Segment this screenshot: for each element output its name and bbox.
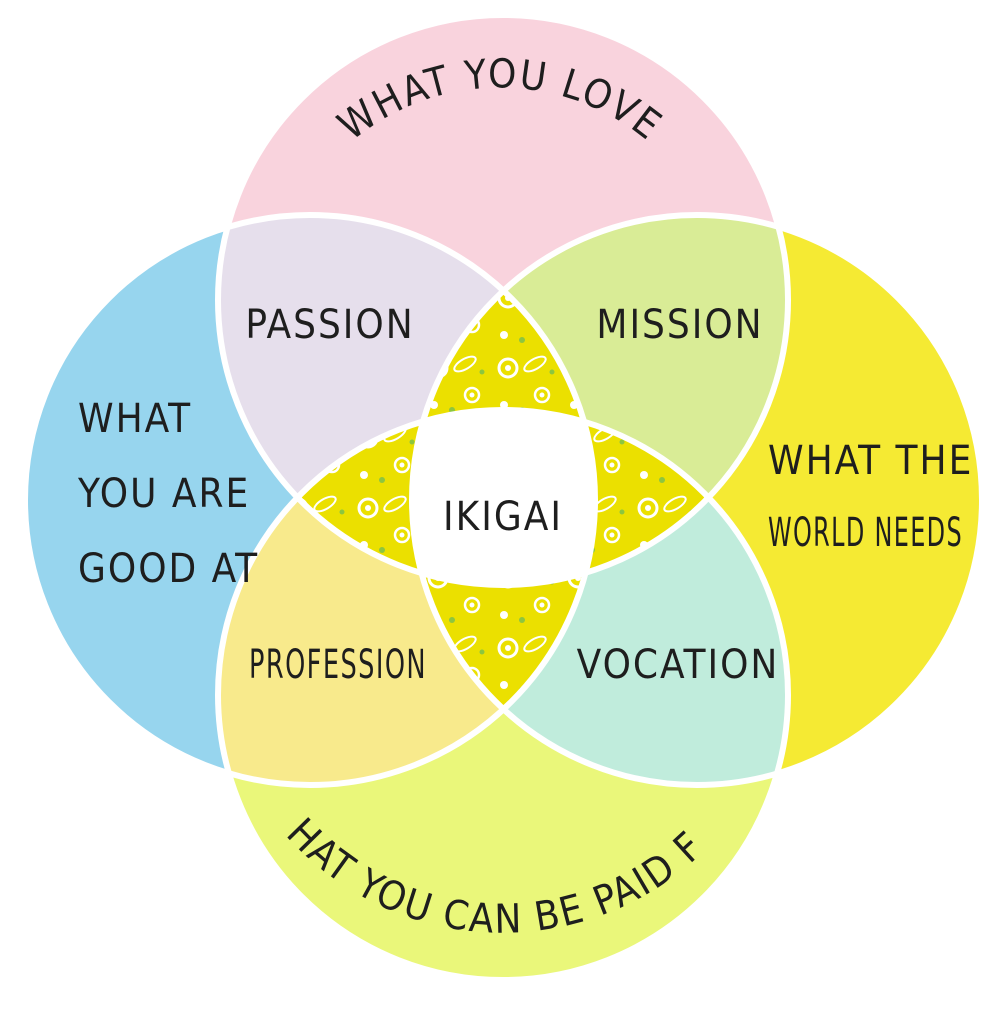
circle-outlines: [22, 12, 985, 983]
label-good-at-line1: WHAT: [78, 396, 192, 442]
label-profession: PROFESSION: [249, 642, 427, 688]
label-passion: PASSION: [245, 302, 414, 348]
label-vocation: VOCATION: [577, 642, 780, 688]
label-world-needs-line1: WHAT THE: [768, 438, 973, 484]
label-good-at-line3: GOOD AT: [78, 546, 259, 592]
label-world-needs-line2: WORLD NEEDS: [768, 510, 963, 556]
label-ikigai: IKIGAI: [443, 494, 563, 540]
label-good-at-line2: YOU ARE: [77, 471, 250, 517]
label-mission: MISSION: [596, 302, 763, 348]
